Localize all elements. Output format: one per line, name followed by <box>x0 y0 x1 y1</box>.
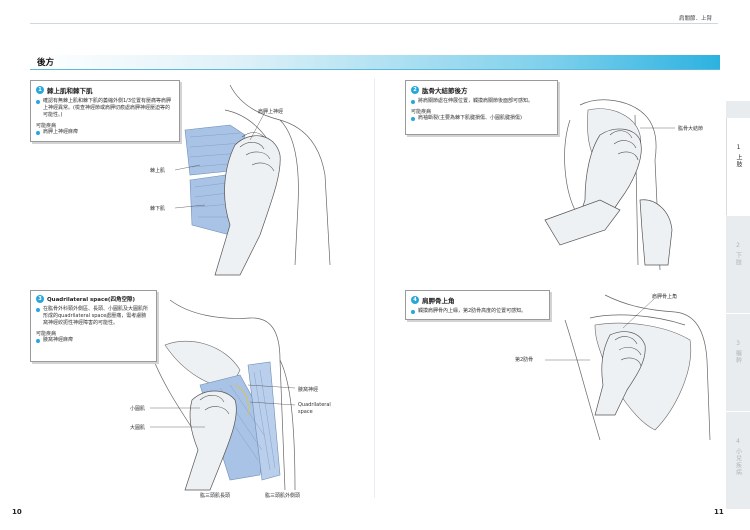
figure-supraspinatus-infraspinatus <box>174 84 331 276</box>
label-axillary-nerve: 腋窩神經 <box>298 387 319 393</box>
step-number-badge: 2 <box>411 86 419 94</box>
callout-heading: 肱骨大結節後方 <box>422 87 468 95</box>
page-gutter <box>374 78 375 498</box>
bullet-icon <box>411 116 415 121</box>
bullet-icon <box>36 99 40 104</box>
label-greater-tubercle: 肱骨大結節 <box>678 126 704 132</box>
callout-bullet: 將肩關節處在伸展位置，觸摸肩關節後面部可感知。 <box>411 98 552 105</box>
label-second-rib: 第2肋骨 <box>515 357 534 363</box>
callout-bullet: 觸摸肩胛骨內上緣，第2肋骨高度的位置可感知。 <box>411 308 544 315</box>
label-suprascapular-nerve: 肩胛上神經 <box>258 109 284 115</box>
possible-disease-item: 腋窩神經麻痺 <box>36 337 151 344</box>
chapter-tab-stub <box>726 101 750 118</box>
label-quadrilateral-space: Quadrilateral space <box>298 402 331 415</box>
possible-diseases-label: 可能疾病 <box>36 331 57 337</box>
bullet-icon <box>411 99 415 104</box>
step-number-badge: 4 <box>411 296 419 304</box>
page-number-left: 10 <box>12 508 22 516</box>
figure-superior-angle <box>545 294 711 441</box>
section-underline <box>30 69 720 70</box>
label-triceps-long-head: 肱三頭肌長頭 <box>200 493 231 499</box>
page-number-right: 11 <box>714 508 724 516</box>
possible-disease-item: 肩袖斷裂(主要為棘下肌腱損傷、小圓肌腱損傷) <box>411 115 552 122</box>
step-number-badge: 3 <box>36 295 44 303</box>
label-teres-minor: 小圓肌 <box>130 406 146 412</box>
label-supraspinatus: 棘上肌 <box>150 168 166 174</box>
callout-heading: 肩胛骨上角 <box>422 297 455 305</box>
callout-heading: Quadrilateral space(四角空隙) <box>47 297 135 303</box>
figure-quadrilateral-space <box>149 299 296 491</box>
bullet-icon <box>411 309 415 314</box>
callout-bullet: 在肱骨外科頸外側區、長頭、小圓肌及大圓肌所形成的quadrilateral sp… <box>36 306 151 327</box>
bullet-icon <box>36 307 40 312</box>
section-title: 後方 <box>37 58 55 68</box>
step-number-badge: 1 <box>36 86 44 94</box>
bullet-icon <box>36 130 40 135</box>
section-bar: 後方 <box>30 55 720 69</box>
bullet-icon <box>36 338 40 343</box>
label-teres-major: 大圓肌 <box>130 425 146 431</box>
figure-greater-tubercle <box>544 99 675 270</box>
label-infraspinatus: 棘下肌 <box>150 206 166 212</box>
label-triceps-lateral-head: 肱三頭肌外側頭 <box>265 493 301 499</box>
callout-heading: 棘上肌和棘下肌 <box>47 87 93 95</box>
callout-bullet: 確認有無棘上肌和棘下肌的萎縮外側1/3位置有壓痛等肩胛上神經異常。(檢查神經節或… <box>36 98 174 119</box>
header-rule <box>30 23 718 24</box>
running-title: 肩關節．上臂 <box>678 16 712 22</box>
possible-diseases-label: 可能疾病 <box>411 109 432 115</box>
label-superior-angle: 肩胛骨上角 <box>652 294 678 300</box>
possible-diseases-label: 可能疾病 <box>36 123 57 129</box>
possible-disease-item: 肩胛上神經麻痺 <box>36 129 174 136</box>
